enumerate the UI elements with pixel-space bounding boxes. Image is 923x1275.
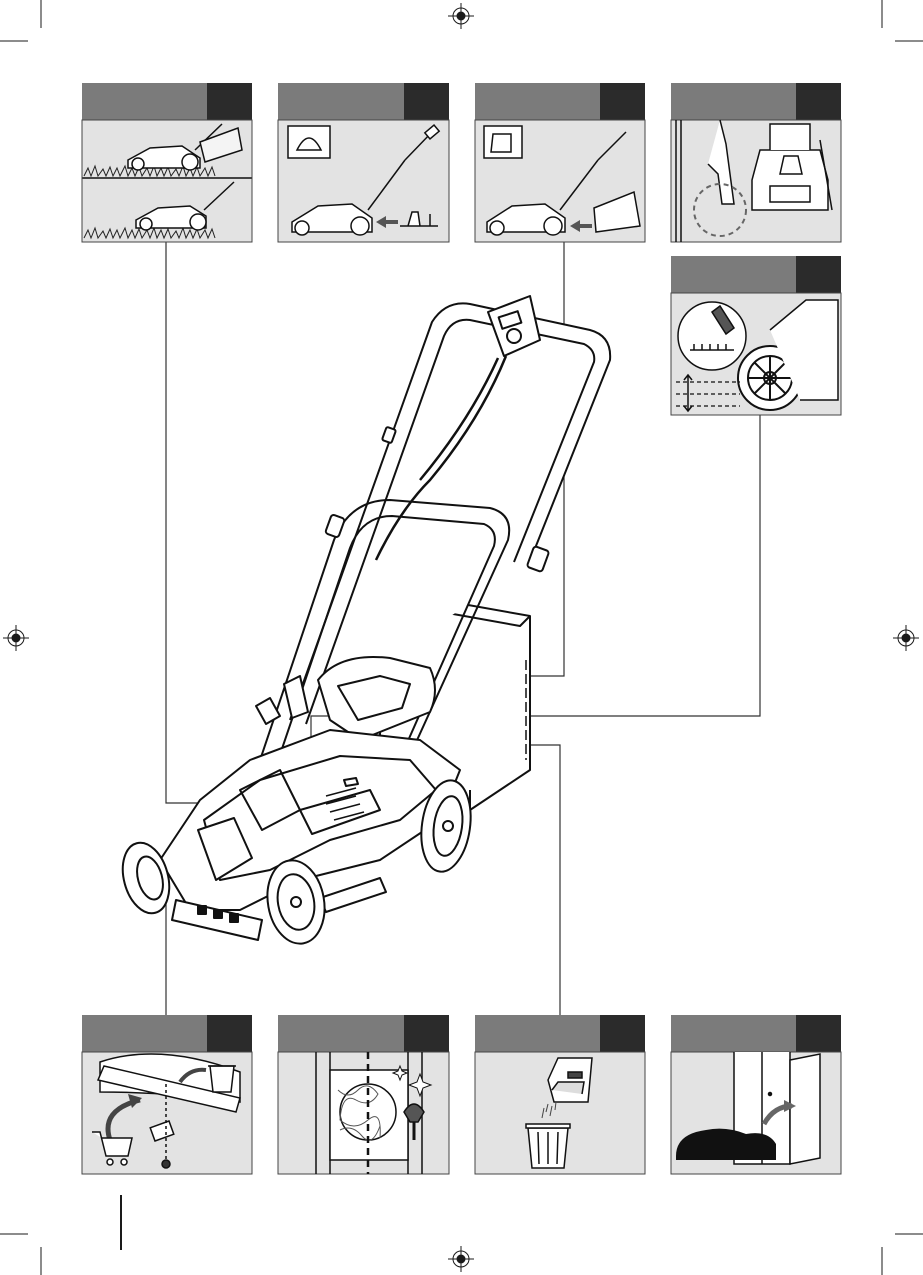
registration-mark-left bbox=[3, 625, 29, 651]
mulch-plug-icon bbox=[288, 126, 330, 158]
panel-cutting-height bbox=[671, 256, 841, 415]
registration-mark-right bbox=[893, 625, 919, 651]
registration-mark-bottom bbox=[448, 1246, 474, 1272]
trash-can-icon bbox=[208, 1066, 236, 1092]
panel-rear-discharge bbox=[278, 83, 449, 242]
panel-storage bbox=[671, 1015, 841, 1174]
panel-emptying-grass-box bbox=[475, 1015, 645, 1174]
registration-mark-top bbox=[448, 3, 474, 29]
bin-icon bbox=[526, 1124, 570, 1168]
grass-box-icon bbox=[548, 1058, 592, 1102]
panel-safety-key bbox=[671, 83, 841, 242]
panel-blade-replacement bbox=[82, 1015, 252, 1174]
panel-grass-box-fitting bbox=[475, 83, 645, 242]
grass-box-icon bbox=[484, 126, 522, 158]
panel-mulching bbox=[82, 83, 252, 242]
panel-cleaning bbox=[278, 1015, 449, 1174]
mower-illustration bbox=[115, 296, 610, 948]
